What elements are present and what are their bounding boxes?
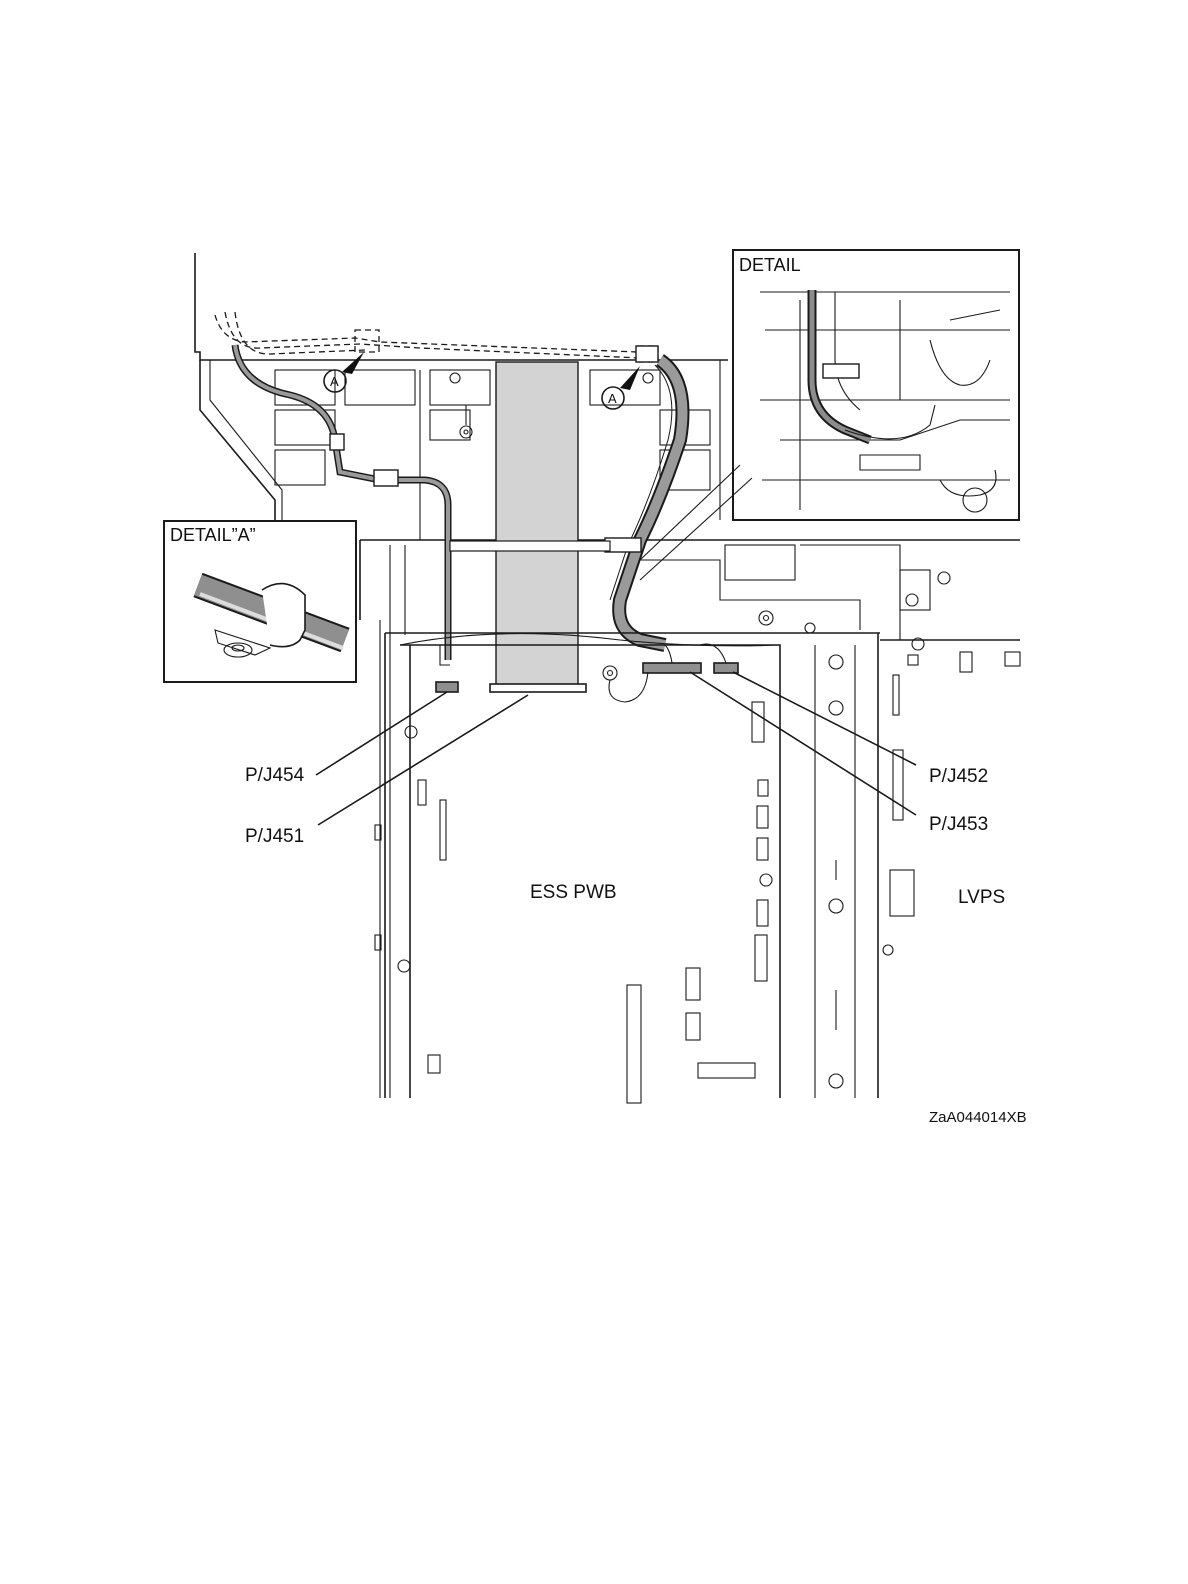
callout-pj454: P/J454 [245,765,305,786]
figure-code: ZaA044014XB [929,1109,1027,1126]
detail-frame-title: DETAIL [739,255,801,275]
connector-pj453 [643,663,701,673]
detail-a-frame: DETAIL”A” [164,521,356,682]
detail-frame: DETAIL [733,250,1019,520]
ess-pwb-label: ESS PWB [530,882,617,903]
callout-pj452: P/J452 [929,766,988,787]
callout-pj453: P/J453 [929,814,988,835]
clamp-marker-right-label: A [608,391,617,406]
lvps-label: LVPS [958,887,1005,908]
connector-pj454 [436,682,458,692]
connector-pj452 [714,663,738,673]
detail-a-frame-title: DETAIL”A” [170,525,256,545]
clamp-marker-left-label: A [330,374,339,389]
connector-pj451 [490,684,586,692]
callout-pj451: P/J451 [245,826,304,847]
